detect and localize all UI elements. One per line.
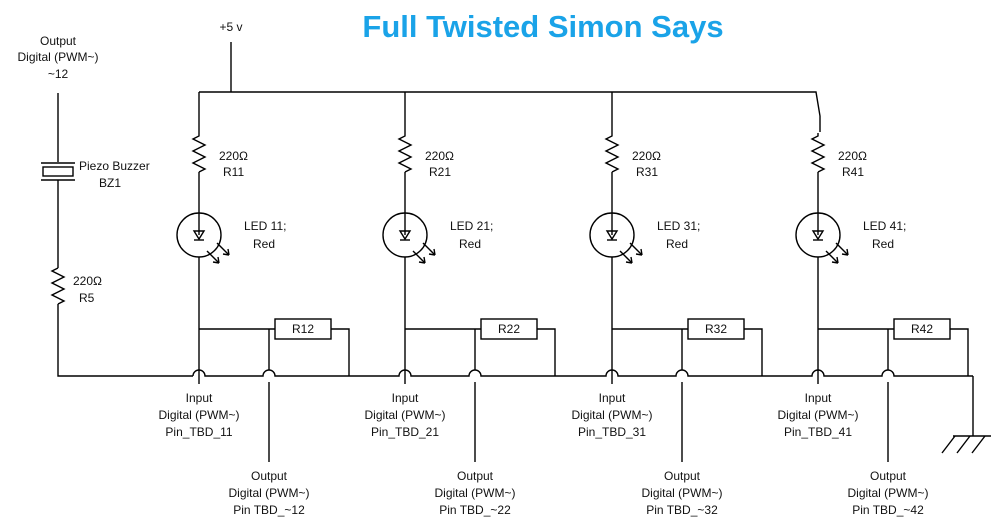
buzzer-output-line2: Digital (PWM~) <box>17 50 98 64</box>
output-label-line2: Digital (PWM~) <box>847 486 928 500</box>
input-label-line1: Input <box>186 391 213 405</box>
input-label-line3: Pin_TBD_11 <box>165 425 232 439</box>
input-label-line2: Digital (PWM~) <box>364 408 445 422</box>
led-color: Red <box>872 237 894 251</box>
buzzer-output-line1: Output <box>40 34 77 48</box>
output-label-line3: Pin TBD_~32 <box>646 503 718 517</box>
bridge-right-wire <box>331 328 350 376</box>
resistor-symbol <box>810 133 826 173</box>
output-label-line2: Digital (PWM~) <box>434 486 515 500</box>
output-label-line3: Pin TBD_~22 <box>439 503 511 517</box>
output-label-line1: Output <box>251 469 288 483</box>
led-icon <box>795 212 849 264</box>
led-color: Red <box>459 237 481 251</box>
resistor-ref: R31 <box>636 165 658 179</box>
input-label-line3: Pin_TBD_21 <box>371 425 439 439</box>
input-label-line3: Pin_TBD_41 <box>784 425 852 439</box>
input-label-line1: Input <box>805 391 832 405</box>
buzzer-resistor-value: 220Ω <box>73 274 102 288</box>
resistor-value: 220Ω <box>632 149 661 163</box>
resistor-symbol <box>397 133 413 173</box>
top-rail-wire <box>199 91 821 132</box>
resistor-ref: R41 <box>842 165 864 179</box>
led-name: LED 41; <box>863 219 906 233</box>
bridge-resistor-ref: R22 <box>498 322 520 336</box>
resistor-value: 220Ω <box>425 149 454 163</box>
bridge-right-wire <box>744 328 763 376</box>
led-name: LED 31; <box>657 219 700 233</box>
led-color: Red <box>666 237 688 251</box>
input-label-line2: Digital (PWM~) <box>571 408 652 422</box>
signal-bus-wire <box>192 369 973 377</box>
led-icon <box>589 212 643 264</box>
bridge-right-wire <box>537 328 556 376</box>
led-name: LED 21; <box>450 219 493 233</box>
output-label-line3: Pin TBD_~42 <box>852 503 924 517</box>
piezo-buzzer-symbol <box>41 162 75 181</box>
resistor-value: 220Ω <box>219 149 248 163</box>
input-label-line1: Input <box>599 391 626 405</box>
bridge-resistor-ref: R32 <box>705 322 727 336</box>
output-label-line1: Output <box>870 469 907 483</box>
output-label-line1: Output <box>664 469 701 483</box>
resistor-symbol <box>604 133 620 173</box>
buzzer-resistor-ref: R5 <box>79 291 95 305</box>
output-label-line1: Output <box>457 469 494 483</box>
resistor-symbol <box>191 133 207 173</box>
resistor-ref: R21 <box>429 165 451 179</box>
buzzer-resistor-symbol <box>50 267 66 305</box>
input-label-line2: Digital (PWM~) <box>158 408 239 422</box>
buzzer-output-line3: ~12 <box>48 67 69 81</box>
resistor-value: 220Ω <box>838 149 867 163</box>
led-name: LED 11; <box>244 219 286 233</box>
output-label-line3: Pin TBD_~12 <box>233 503 305 517</box>
input-label-line3: Pin_TBD_31 <box>578 425 646 439</box>
led-icon <box>382 212 436 264</box>
bridge-resistor-ref: R42 <box>911 322 933 336</box>
led-color: Red <box>253 237 275 251</box>
diagram-title: Full Twisted Simon Says <box>362 9 723 44</box>
supply-label: +5 v <box>219 20 242 34</box>
bridge-right-wire <box>950 328 969 376</box>
input-label-line1: Input <box>392 391 419 405</box>
buzzer-ref: BZ1 <box>99 176 121 190</box>
output-label-line2: Digital (PWM~) <box>228 486 309 500</box>
output-label-line2: Digital (PWM~) <box>641 486 722 500</box>
bridge-resistor-ref: R12 <box>292 322 314 336</box>
ground-icon <box>941 435 991 454</box>
led-icon <box>176 212 230 264</box>
buzzer-to-bus-wire <box>57 304 193 377</box>
buzzer-name: Piezo Buzzer <box>79 159 150 173</box>
input-label-line2: Digital (PWM~) <box>777 408 858 422</box>
resistor-ref: R11 <box>223 165 244 179</box>
